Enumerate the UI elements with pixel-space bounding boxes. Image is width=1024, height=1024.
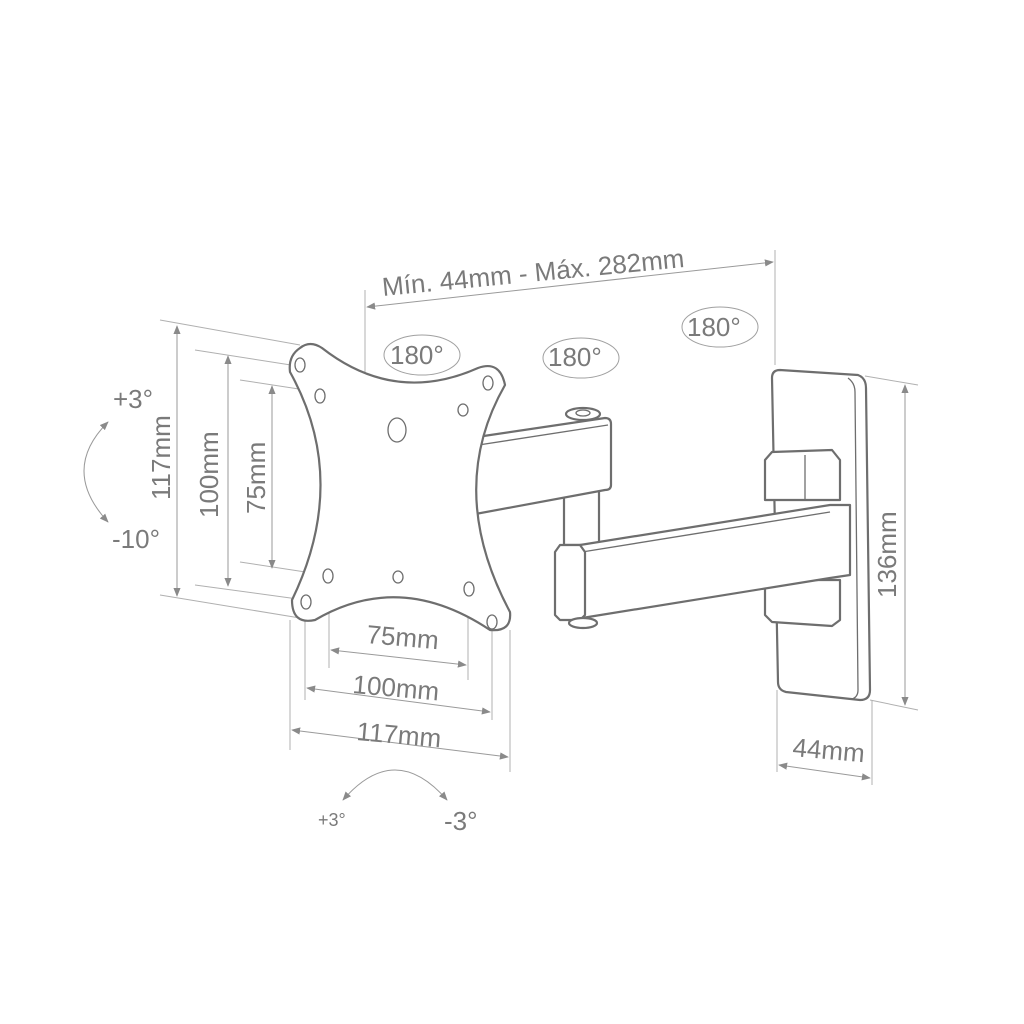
vesa-width-100-label: 100mm: [351, 669, 440, 706]
arm-extension-label: Mín. 44mm - Máx. 282mm: [381, 243, 686, 302]
vesa-width-dimensions: 75mm 100mm 117mm: [289, 580, 511, 772]
vesa-width-75-label: 75mm: [365, 619, 440, 655]
swivel-indicator-2: 180°: [542, 337, 620, 379]
tilt-down-label: -10°: [112, 524, 160, 554]
wall-plate-height-label: 136mm: [872, 511, 902, 598]
swivel-indicator-3: 180°: [681, 306, 759, 348]
upper-arm: [468, 406, 613, 517]
swivel-label-3: 180°: [687, 312, 741, 342]
tilt-indicator: +3° -10°: [83, 384, 160, 554]
vesa-height-117-label: 117mm: [146, 415, 176, 500]
vesa-height-75-label: 75mm: [241, 442, 271, 514]
vesa-height-100-label: 100mm: [194, 431, 224, 518]
rotate-plus-label: +3°: [318, 810, 346, 830]
mounting-holes: [294, 357, 498, 630]
wall-plate-width-label: 44mm: [791, 732, 866, 768]
swivel-label-1: 180°: [390, 340, 444, 370]
rotate-minus-label: -3°: [444, 806, 478, 836]
rotation-indicator: +3° -3°: [318, 769, 478, 836]
swivel-label-2: 180°: [548, 342, 602, 372]
swivel-indicator-1: 180°: [383, 334, 461, 376]
vesa-width-117-label: 117mm: [355, 716, 442, 753]
tilt-up-label: +3°: [113, 384, 153, 414]
wall-plate-dimensions: 136mm 44mm: [776, 375, 919, 785]
lower-arm: [553, 488, 852, 630]
vesa-plate: [288, 342, 512, 632]
